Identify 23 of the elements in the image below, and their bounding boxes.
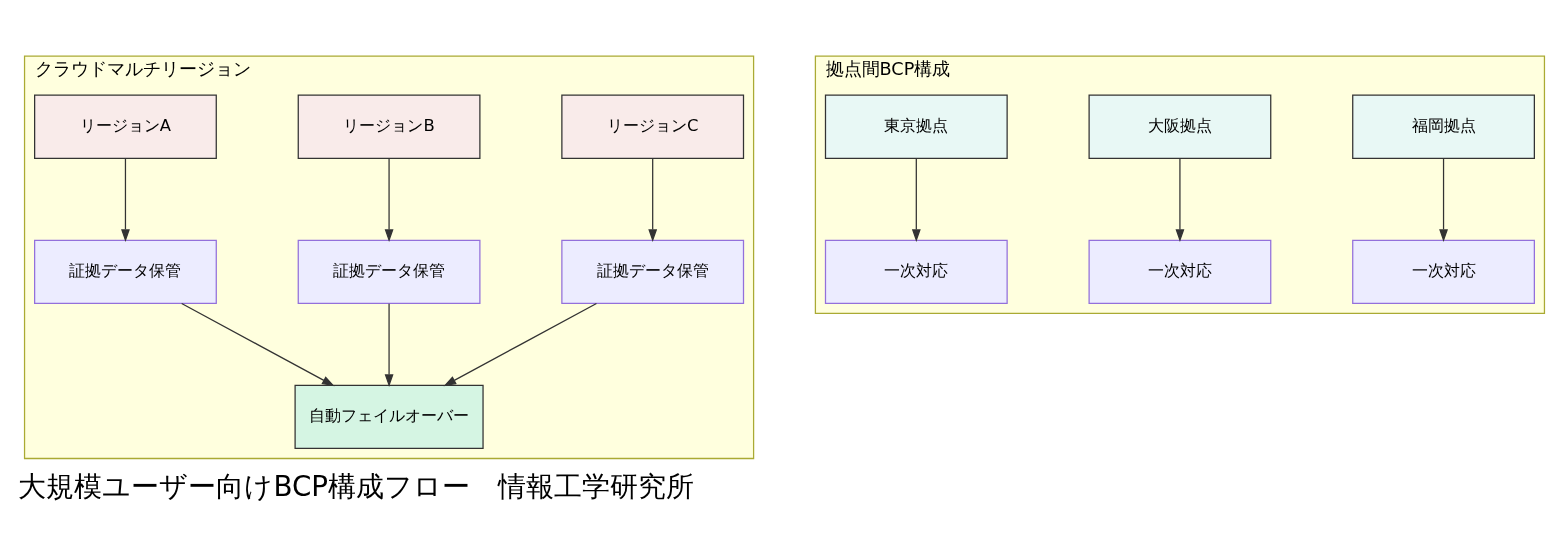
arrow	[180, 302, 335, 386]
node-box: 自動フェイルオーバー	[293, 384, 484, 449]
arrow	[1175, 157, 1184, 242]
node-box: 東京拠点	[824, 94, 1008, 159]
node-box: 一次対応	[824, 239, 1008, 304]
node-box: リージョンA	[33, 94, 217, 159]
arrow	[911, 157, 921, 242]
arrow	[1438, 157, 1448, 242]
diagram-title: 大規模ユーザー向けBCP構成フロー 情報工学研究所	[17, 469, 694, 503]
node-box: リージョンC	[560, 94, 744, 159]
arrow	[384, 157, 393, 242]
node-box: 一次対応	[1087, 239, 1271, 304]
arrow	[443, 302, 597, 386]
node-box: 証拠データ保管	[33, 239, 217, 304]
node-box: 福岡拠点	[1351, 94, 1535, 159]
arrow	[120, 157, 130, 242]
node-box: 証拠データ保管	[560, 239, 744, 304]
node-box: リージョンB	[297, 94, 480, 159]
node-box: 一次対応	[1351, 239, 1535, 304]
node-box: 証拠データ保管	[297, 239, 480, 304]
node-box: 大阪拠点	[1087, 94, 1271, 159]
arrow	[647, 157, 657, 242]
arrow	[384, 302, 393, 387]
